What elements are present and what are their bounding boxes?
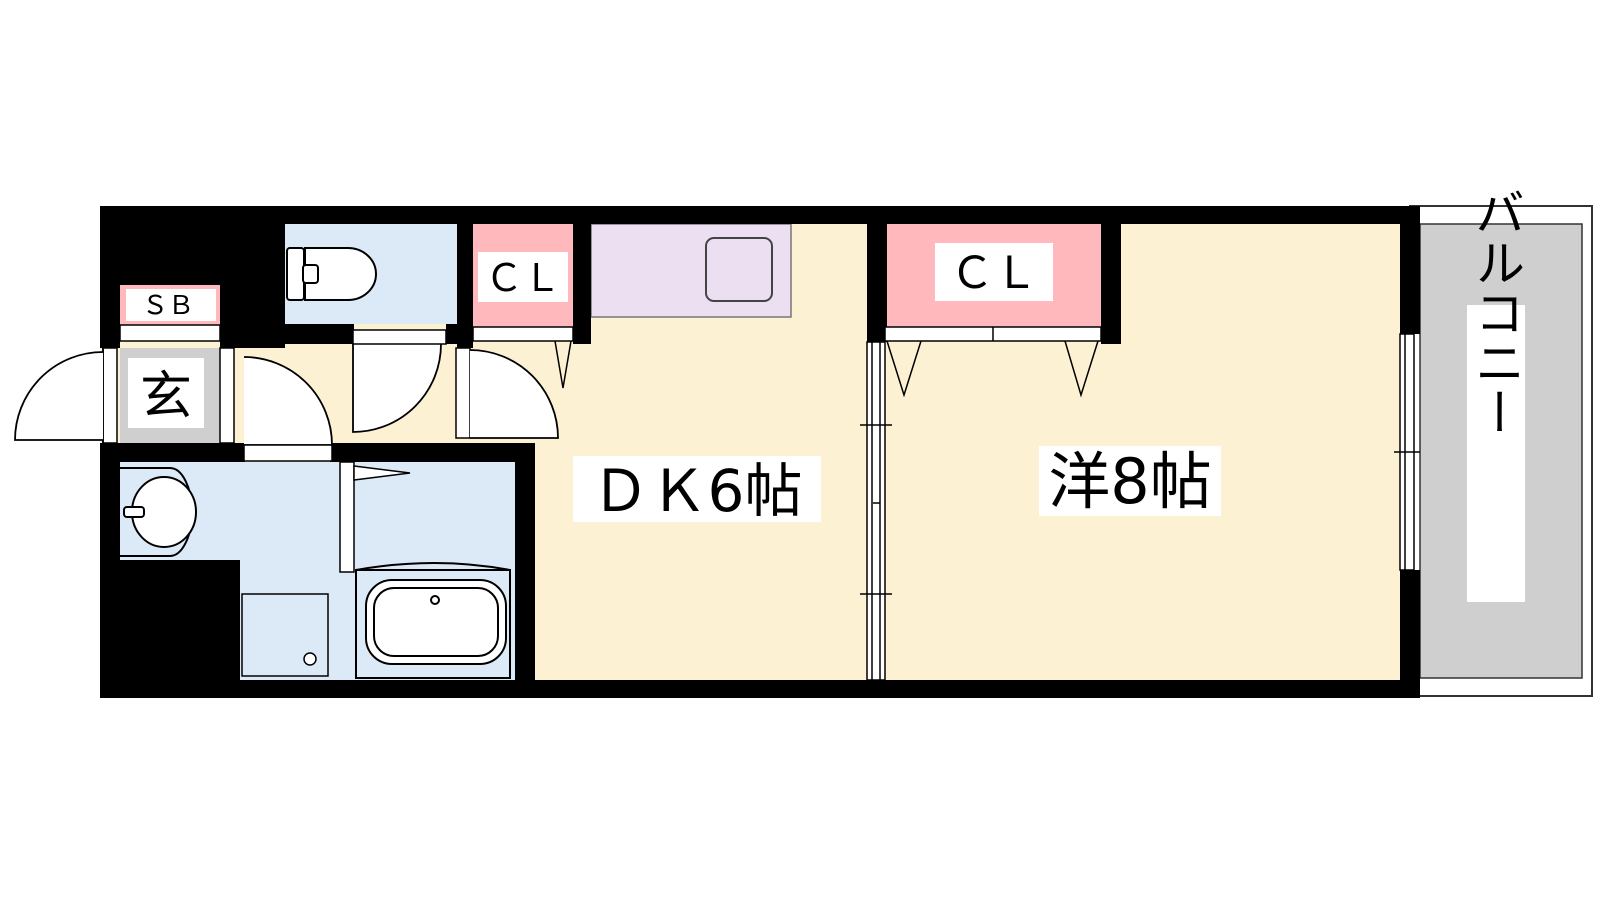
swing-doors	[14, 329, 559, 462]
shoe-box-front	[119, 324, 221, 342]
closet-2-doors	[884, 326, 1102, 398]
dk-label-group: ＤＫ6帖	[573, 456, 821, 525]
closet-1-doors	[472, 326, 574, 389]
sliding-door-partition	[860, 341, 892, 681]
wash-basin	[120, 467, 197, 557]
shoe-box-label: ＳＢ	[142, 291, 194, 321]
bathtub	[355, 562, 511, 679]
balcony-label: バルコニー	[1467, 187, 1525, 437]
western-room-label-group: 洋8帖	[1039, 445, 1221, 518]
bath-door	[339, 461, 411, 573]
washing-machine-space	[241, 593, 329, 677]
entrance-label-group: 玄	[128, 358, 204, 428]
balcony-window	[1394, 333, 1420, 571]
toilet-fixture	[286, 247, 377, 301]
western-room-label: 洋8帖	[1048, 445, 1211, 518]
kitchen-sink-icon	[705, 237, 773, 302]
balcony-label-group: バルコニー	[1467, 187, 1525, 602]
dk-label: ＤＫ6帖	[592, 457, 803, 525]
closet-2-label: ＣＬ	[950, 248, 1038, 299]
closet-2-label-group: ＣＬ	[935, 243, 1053, 301]
walls	[100, 206, 1420, 698]
entrance-label: 玄	[140, 367, 192, 427]
closet-1-label-group: ＣＬ	[478, 252, 568, 302]
shoe-box-label-group: ＳＢ	[126, 289, 216, 321]
closet-1-label: ＣＬ	[485, 256, 561, 300]
